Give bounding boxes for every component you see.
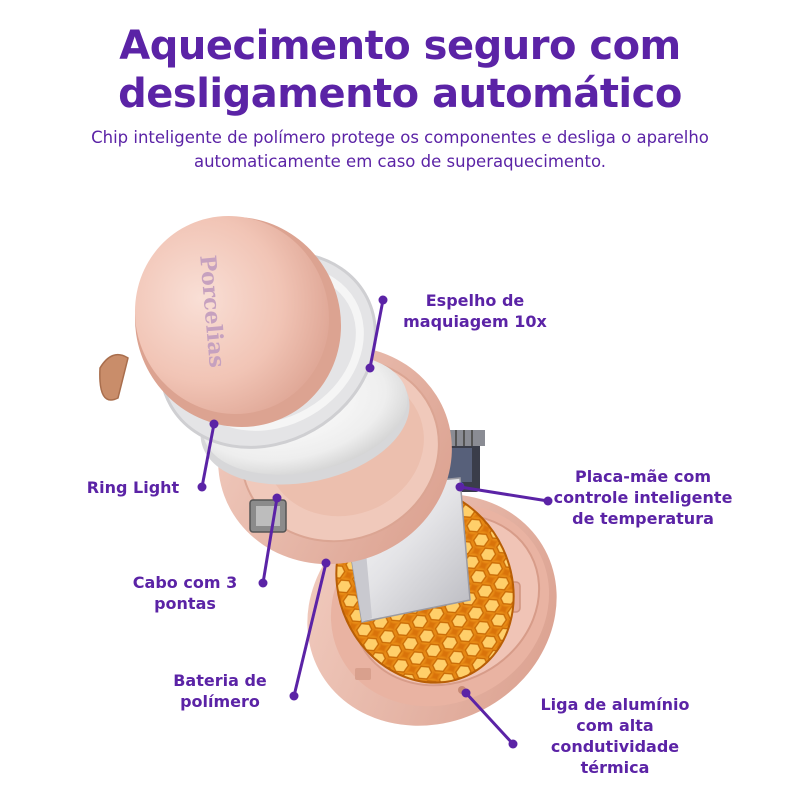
mirror-callout-line <box>368 299 385 369</box>
ring-light-label: Ring Light <box>86 478 180 497</box>
callout-lines <box>197 295 553 749</box>
cable-label: Cabo com 3 pontas <box>132 573 238 613</box>
motherboard-callout-line <box>459 485 549 503</box>
page-title: Aquecimento seguro com desligamento auto… <box>118 23 682 117</box>
ring-light-callout-line <box>200 423 216 488</box>
motherboard-label: Placa-mãe com controle inteligente de te… <box>553 467 733 528</box>
cable-callout-line <box>261 497 279 584</box>
page-subtitle: Chip inteligente de polímero protege os … <box>91 128 709 171</box>
alloy-label: Liga de alumínio com alta condutividade … <box>540 695 690 777</box>
top-lid: Porcelias <box>99 215 342 428</box>
battery-callout-line <box>292 562 328 697</box>
battery-label: Bateria de polímero <box>173 671 267 711</box>
mirror-label: Espelho de maquiagem 10x <box>403 291 547 331</box>
alloy-callout-line <box>464 691 515 746</box>
